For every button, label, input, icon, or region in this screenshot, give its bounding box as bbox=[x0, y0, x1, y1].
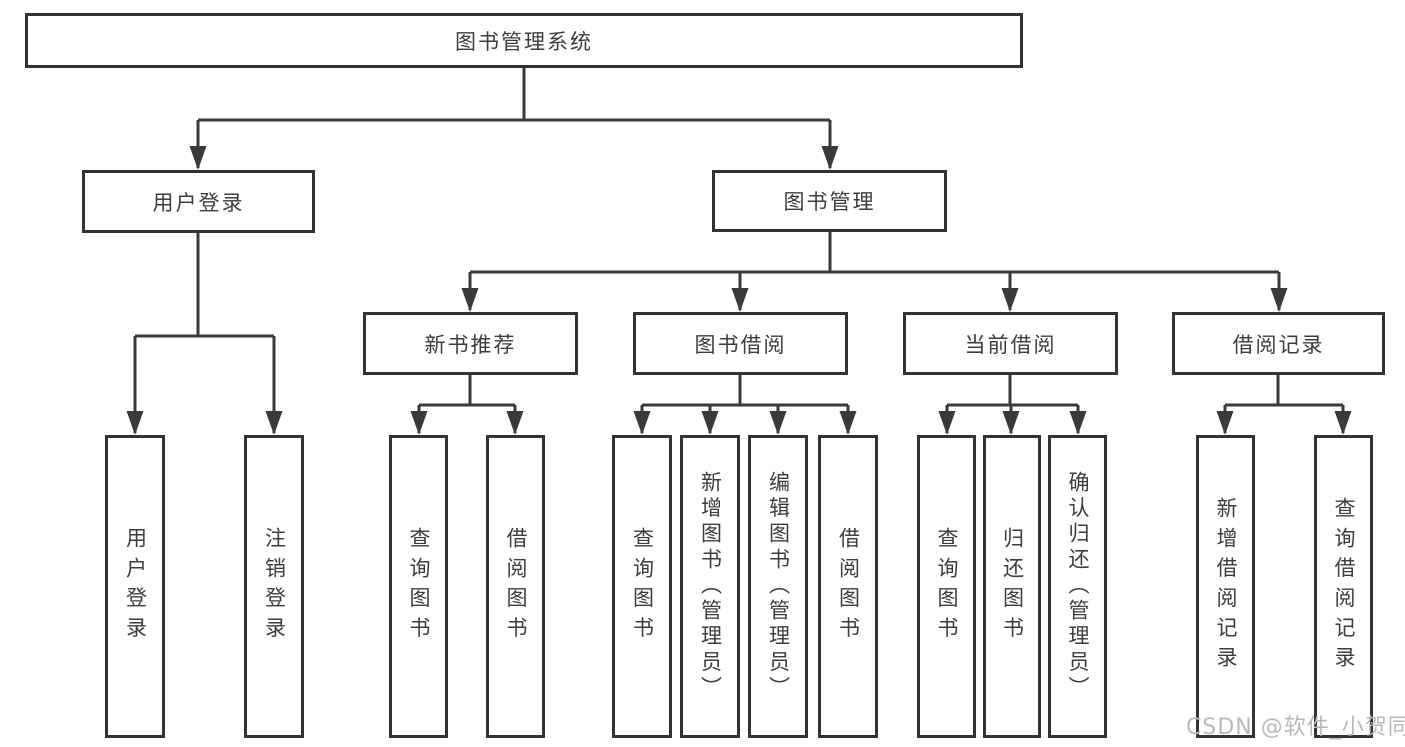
leaf-add-borrow-record: 新增借阅记录 bbox=[1196, 435, 1255, 738]
node-label: 图书管理系统 bbox=[455, 29, 593, 54]
node-user-login: 用户登录 bbox=[82, 170, 315, 233]
leaf-borrow-books-recommend: 借阅图书 bbox=[486, 435, 545, 738]
leaf-query-books-current: 查询图书 bbox=[917, 435, 976, 738]
leaf-edit-books-admin: 编辑图书（管理员） bbox=[748, 435, 808, 738]
node-label: 新书推荐 bbox=[424, 332, 517, 357]
leaf-label: 新增图书（管理员） bbox=[698, 471, 723, 702]
connector-root-to-level2 bbox=[189, 68, 839, 170]
leaf-label: 用户登录 bbox=[123, 526, 148, 647]
node-current-borrowing: 当前借阅 bbox=[903, 312, 1118, 375]
leaf-confirm-return-admin: 确认归还（管理员） bbox=[1048, 435, 1107, 738]
node-label: 图书借阅 bbox=[694, 332, 787, 357]
leaf-label: 编辑图书（管理员） bbox=[766, 471, 791, 702]
leaf-label: 借阅图书 bbox=[504, 526, 528, 647]
connector-current-borrowing-to-leaves bbox=[938, 375, 1087, 435]
leaf-borrow-books-borrow: 借阅图书 bbox=[818, 435, 878, 738]
leaf-query-books-borrow: 查询图书 bbox=[612, 435, 672, 738]
leaf-label: 归还图书 bbox=[1000, 526, 1025, 647]
node-root: 图书管理系统 bbox=[25, 13, 1023, 68]
leaf-add-books-admin: 新增图书（管理员） bbox=[680, 435, 740, 738]
node-new-book-recommendation: 新书推荐 bbox=[363, 312, 578, 375]
node-label: 当前借阅 bbox=[964, 332, 1057, 357]
leaf-label: 查询图书 bbox=[630, 526, 655, 647]
leaf-return-books: 归还图书 bbox=[983, 435, 1041, 738]
node-label: 借阅记录 bbox=[1232, 332, 1325, 357]
leaf-label: 注销登录 bbox=[262, 526, 287, 647]
leaf-label: 借阅图书 bbox=[836, 526, 861, 647]
connector-book-management-to-level3 bbox=[461, 232, 1288, 312]
csdn-watermark: CSDN @软件_小贺同学 bbox=[1186, 715, 1405, 740]
node-book-borrowing: 图书借阅 bbox=[633, 312, 848, 375]
leaf-user-login: 用户登录 bbox=[105, 435, 165, 738]
leaf-logout: 注销登录 bbox=[244, 435, 304, 738]
leaf-query-borrow-record: 查询借阅记录 bbox=[1314, 435, 1373, 738]
leaf-label: 新增借阅记录 bbox=[1214, 497, 1238, 676]
leaf-label: 查询借阅记录 bbox=[1332, 497, 1356, 676]
leaf-label: 确认归还（管理员） bbox=[1066, 471, 1090, 702]
connector-borrowing-records-to-leaves bbox=[1216, 375, 1352, 435]
node-label: 用户登录 bbox=[152, 190, 245, 215]
node-borrowing-records: 借阅记录 bbox=[1172, 312, 1385, 375]
connector-new-book-to-leaves bbox=[410, 375, 524, 435]
leaf-label: 查询图书 bbox=[935, 526, 959, 647]
leaf-query-books-recommend: 查询图书 bbox=[389, 435, 448, 738]
connector-user-login-to-leaves bbox=[126, 233, 283, 435]
leaf-label: 查询图书 bbox=[407, 526, 431, 647]
node-label: 图书管理 bbox=[783, 190, 876, 214]
connector-book-borrowing-to-leaves bbox=[633, 375, 857, 435]
node-book-management: 图书管理 bbox=[712, 170, 947, 232]
